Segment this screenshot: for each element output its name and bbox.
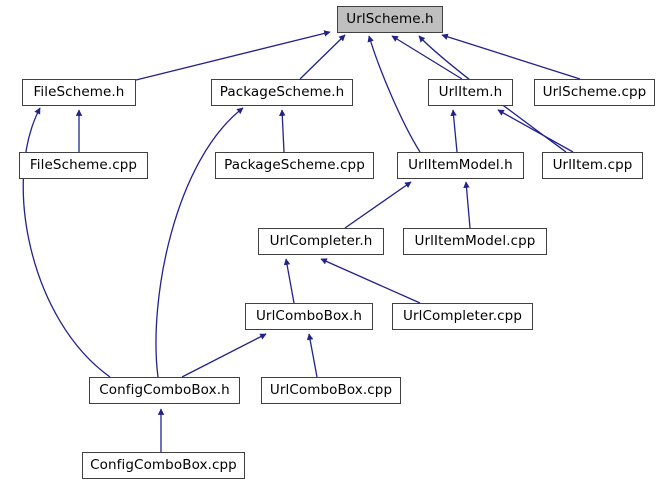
edge-filescheme_h-to-urlscheme_h [135,30,331,81]
node-urlitemmodel_h[interactable]: UrlItemModel.h [397,152,524,179]
node-packagescheme_cpp[interactable]: PackageScheme.cpp [215,152,374,179]
edge-packagescheme_h-to-urlscheme_h [299,34,346,80]
node-configcombobox_cpp[interactable]: ConfigComboBox.cpp [82,452,245,479]
node-urlcompleter_h[interactable]: UrlCompleter.h [258,228,384,255]
edge-urlitem_cpp-to-urlitem_h [497,109,574,153]
edge-configcombobox_h-to-packagescheme_h [155,107,244,378]
edge-configcombobox_h-to-filescheme_h [22,107,111,378]
edge-packagescheme_cpp-to-packagescheme_h [279,109,286,153]
edge-urlcompleter_h-to-urlitemmodel_h [344,181,412,229]
edge-urlitem_h-to-urlscheme_h [391,35,463,80]
edge-urlcompleter_cpp-to-urlcompleter_h [320,258,421,304]
node-filescheme_cpp[interactable]: FileScheme.cpp [19,152,148,179]
node-urlitem_cpp[interactable]: UrlItem.cpp [542,152,643,179]
edge-urlcombobox_cpp-to-urlcombobox_h [306,333,318,378]
edge-urlcombobox_h-to-urlcompleter_h [283,258,295,304]
edge-urlitemmodel_h-to-urlitem_h [450,109,458,153]
edge-configcombobox_h-to-urlcombobox_h [181,333,267,378]
node-urlitem_h[interactable]: UrlItem.h [428,79,513,106]
edge-urlitemmodel_h-to-urlscheme_h [367,35,421,153]
node-configcombobox_h[interactable]: ConfigComboBox.h [89,377,240,404]
node-filescheme_h[interactable]: FileScheme.h [22,79,136,106]
node-packagescheme_h[interactable]: PackageScheme.h [211,79,353,106]
node-urlitemmodel_cpp[interactable]: UrlItemModel.cpp [403,228,547,255]
node-urlcompleter_cpp[interactable]: UrlCompleter.cpp [392,303,533,330]
edge-urlscheme_cpp-to-urlscheme_h [441,33,581,80]
node-urlcombobox_cpp[interactable]: UrlComboBox.cpp [261,377,401,404]
edge-urlitemmodel_cpp-to-urlitemmodel_h [463,181,471,229]
node-urlscheme_h[interactable]: UrlScheme.h [337,6,443,33]
node-urlcombobox_h[interactable]: UrlComboBox.h [245,303,373,330]
node-urlscheme_cpp[interactable]: UrlScheme.cpp [534,79,655,106]
